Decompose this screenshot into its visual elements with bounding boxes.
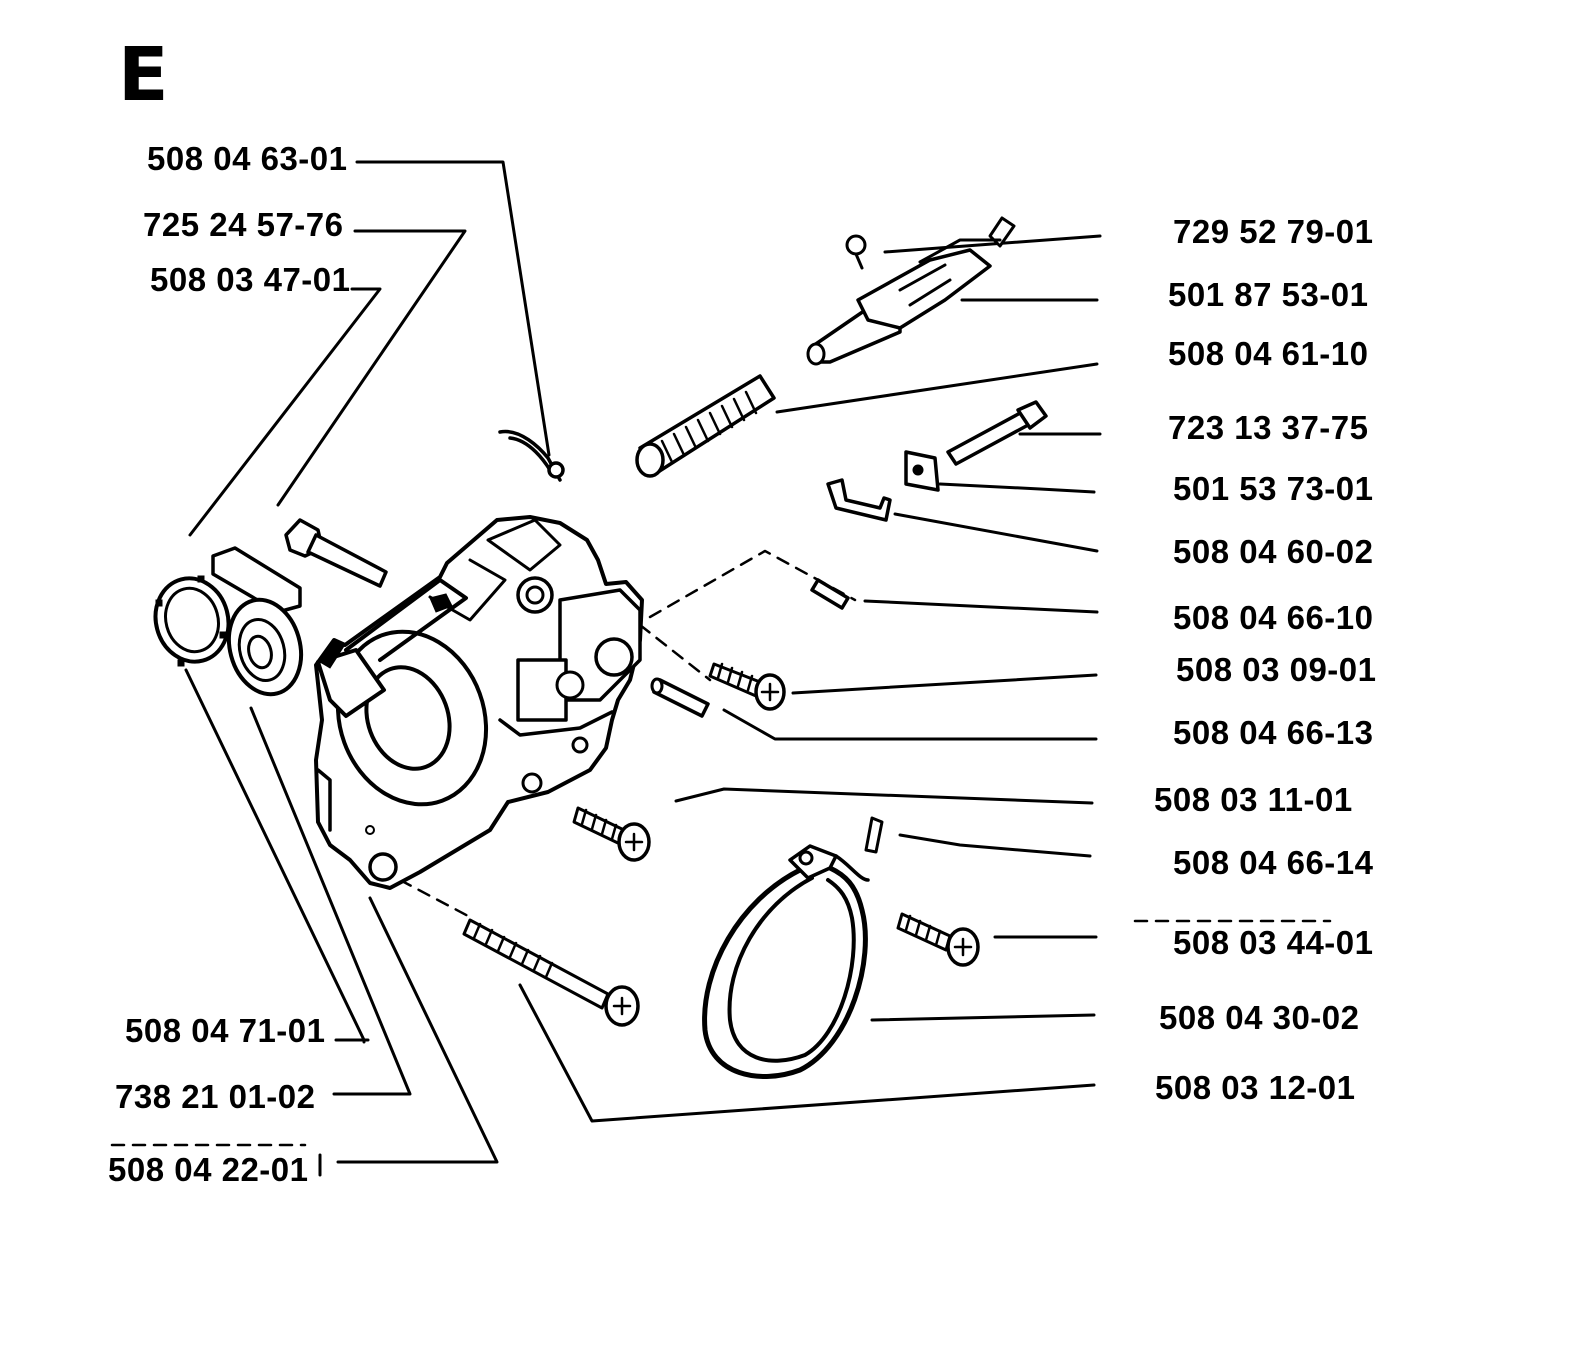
part-label-508-04-63-01: 508 04 63-01 [147,140,348,177]
part-label-508-03-44-01: 508 03 44-01 [1173,924,1374,961]
part-screw-1 [708,662,786,711]
part-label-738-21-01-02: 738 21 01-02 [115,1078,316,1115]
part-screw-3 [896,912,980,967]
leader-508-04-63-01 [355,160,551,457]
part-label-508-03-12-01: 508 03 12-01 [1155,1069,1356,1106]
part-spring-coil [635,374,776,478]
leader-508-04-22-01 [336,896,499,1164]
part-label-508-03-09-01: 508 03 09-01 [1176,651,1377,688]
part-screw-long [462,918,640,1027]
leader-508-04-66-14 [898,833,1092,858]
part-label-508-03-47-01: 508 03 47-01 [150,261,351,298]
part-pin-2 [650,677,710,718]
part-label-725-24-57-76: 725 24 57-76 [143,206,344,243]
part-label-501-53-73-01: 501 53 73-01 [1173,470,1374,507]
part-pin-1 [810,578,850,610]
part-circlip [153,575,231,667]
leader-738-21-01-02 [249,706,412,1096]
leader-725-24-57-76 [276,229,467,507]
leader-508-03-11-01 [674,787,1094,805]
part-label-501-87-53-01: 501 87 53-01 [1168,276,1369,313]
section-letter: E [118,32,169,118]
axis-screw-long [398,878,472,919]
part-label-508-04-66-10: 508 04 66-10 [1173,599,1374,636]
part-shaft-bearing [211,546,304,697]
part-square-nut [904,450,940,492]
part-label-508-04-60-02: 508 04 60-02 [1173,533,1374,570]
part-brake-band [702,844,870,1079]
leader-lines [184,160,1102,1177]
part-pin-3 [864,816,884,854]
leader-508-03-12-01 [518,983,1096,1123]
part-bolt-long-right [946,400,1048,466]
part-label-508-04-71-01: 508 04 71-01 [125,1012,326,1049]
part-label-508-04-66-13: 508 04 66-13 [1173,714,1374,751]
crankcase-housing [314,515,644,890]
leader-729-52-79-01 [883,234,1102,254]
part-bolt-short [284,518,388,588]
part-label-508-04-61-10: 508 04 61-10 [1168,335,1369,372]
leader-508-03-09-01 [791,673,1098,695]
axis-pin-middle [638,623,712,682]
leader-508-04-61-10 [775,362,1099,414]
part-label-508-04-30-02: 508 04 30-02 [1159,999,1360,1036]
leader-508-04-60-02 [893,512,1099,553]
part-screw-2 [572,806,651,862]
part-label-508-03-11-01: 508 03 11-01 [1154,781,1353,818]
part-bracket [826,478,892,522]
leader-501-53-73-01 [938,482,1096,494]
part-label-508-04-66-14: 508 04 66-14 [1173,844,1374,881]
leader-508-04-66-13 [722,708,1098,741]
part-label-723-13-37-75: 723 13 37-75 [1168,409,1369,446]
leader-508-03-47-01 [188,287,382,537]
part-label-508-04-22-01: 508 04 22-01 [108,1151,309,1188]
part-label-729-52-79-01: 729 52 79-01 [1173,213,1374,250]
part-clip-spring [498,429,565,482]
leader-508-04-30-02 [870,1013,1096,1022]
part-tensioner [806,216,1016,366]
leader-508-04-66-10 [863,599,1099,614]
